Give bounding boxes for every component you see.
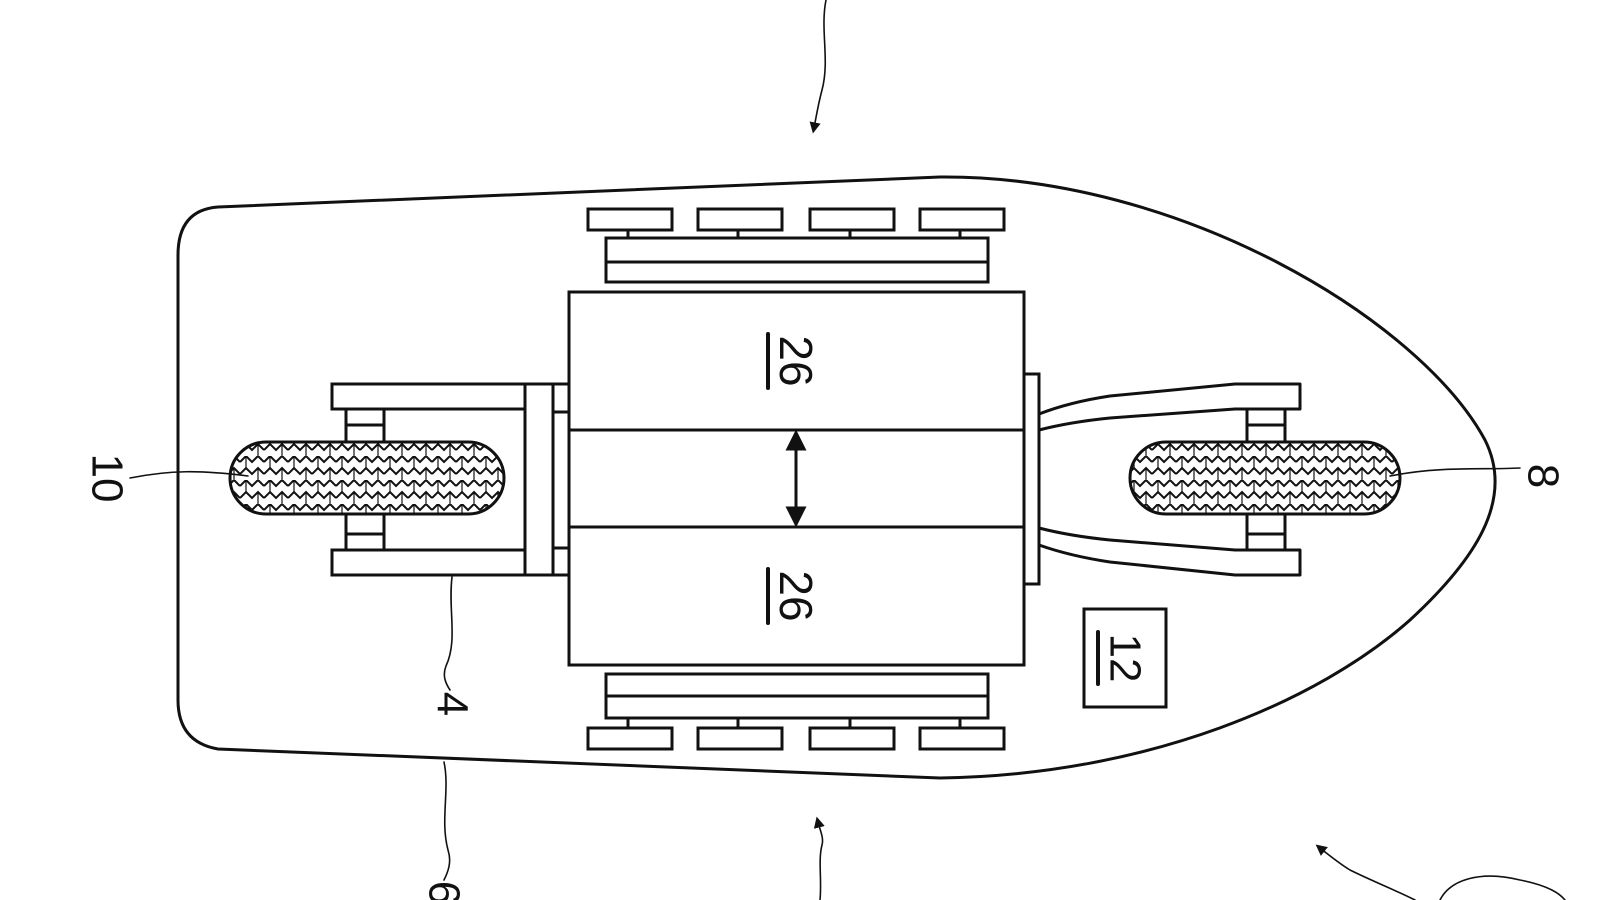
leader-8 <box>1389 467 1521 477</box>
label-26-lower: 26 <box>766 567 822 625</box>
label-12: 12 <box>1096 630 1150 686</box>
upper-track-assembly <box>586 207 1006 284</box>
label-8: 8 <box>1519 464 1568 488</box>
hull-outline <box>176 175 1497 780</box>
leader-4 <box>443 576 453 691</box>
svg-text:8: 8 <box>1519 464 1568 488</box>
svg-text:12: 12 <box>1101 634 1150 683</box>
svg-text:6: 6 <box>420 881 469 900</box>
top-arrow <box>809 0 827 134</box>
label-6: 6 <box>420 881 469 900</box>
label-10: 10 <box>83 454 132 503</box>
leader-6 <box>443 761 451 881</box>
label-26-upper: 26 <box>766 332 822 390</box>
lower-track-assembly <box>586 672 1006 751</box>
bottom-right-arrow <box>1315 844 1416 900</box>
svg-text:10: 10 <box>83 454 132 503</box>
corner-curve <box>1439 875 1566 900</box>
svg-text:26: 26 <box>770 335 822 386</box>
leader-10 <box>129 470 249 479</box>
svg-text:4: 4 <box>428 692 477 716</box>
roller-8 <box>1128 440 1402 516</box>
roller-10 <box>228 440 506 516</box>
bottom-arrow <box>813 816 825 900</box>
label-4: 4 <box>428 692 477 716</box>
svg-text:26: 26 <box>770 570 822 621</box>
